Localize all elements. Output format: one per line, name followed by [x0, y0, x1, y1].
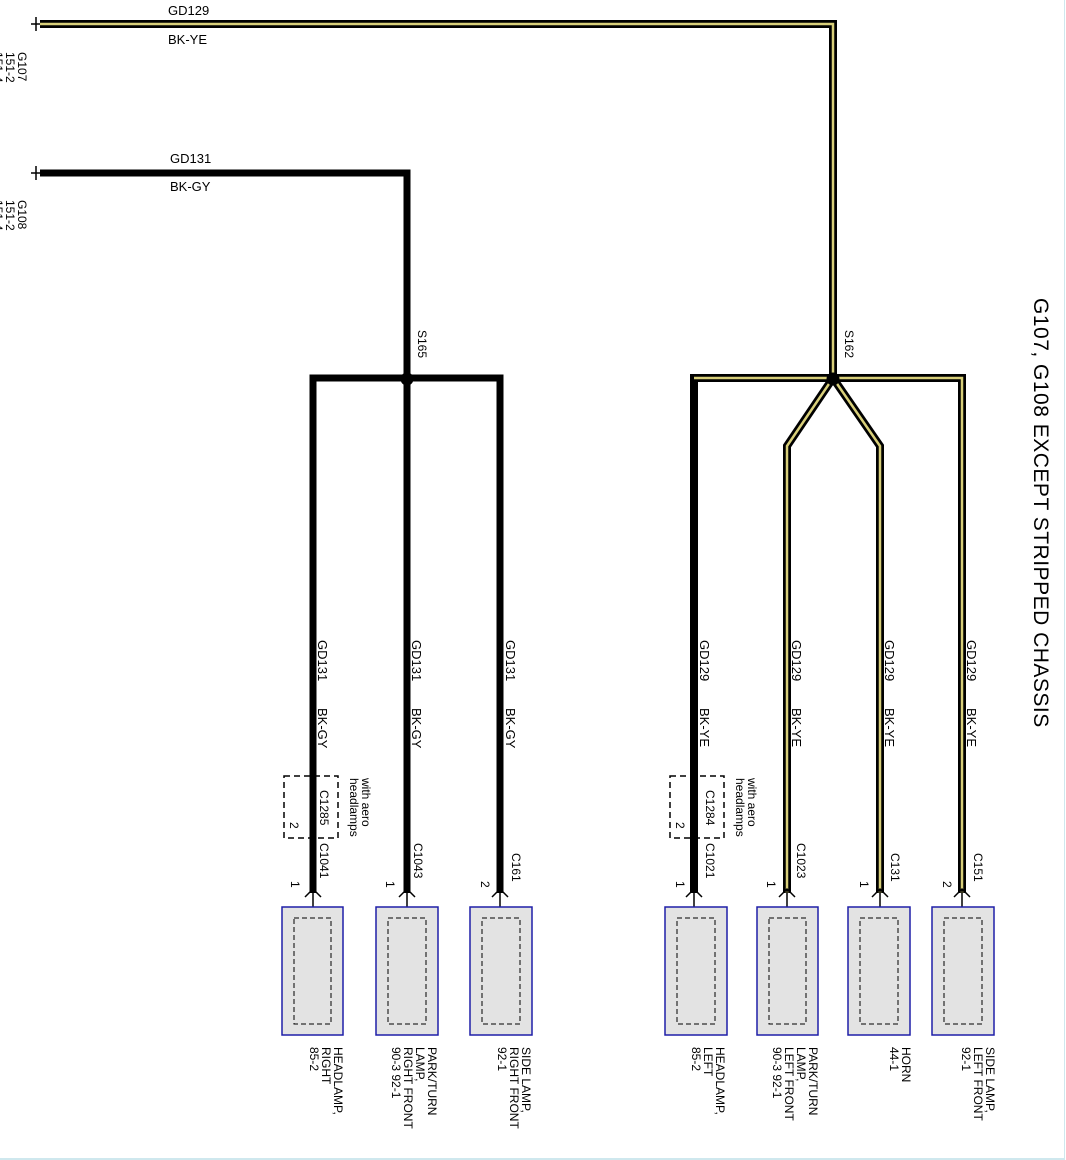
branch-labels: GD131 BK-GY GD131 BK-GY GD131 BK-GY GD12…	[315, 640, 979, 749]
component-park-turn-right	[375, 906, 439, 1036]
wire-label-circuit-g108: GD131	[170, 151, 211, 166]
component-name-line2: LEFT FRONT	[971, 1047, 985, 1121]
component-name-line1: PARK/TURN	[806, 1047, 820, 1115]
component-name-line3: RIGHT FRONT	[401, 1047, 415, 1129]
splice-s165	[400, 372, 414, 386]
page-title: G107, G108 EXCEPT STRIPPED CHASSIS	[1029, 298, 1052, 728]
branch-7-circuit: GD129	[964, 640, 979, 681]
branch-4-color: BK-YE	[697, 708, 712, 747]
opt-connector-pin-c1284: 2	[673, 822, 687, 829]
branch-4-circuit: GD129	[697, 640, 712, 681]
connector-label-c1021: C1021	[703, 843, 717, 879]
component-horn	[847, 906, 911, 1036]
connector-pin-c151: 2	[940, 881, 954, 888]
opt-connector-label-c1285: C1285	[317, 790, 331, 826]
component-ref: 44-1	[887, 1047, 901, 1071]
ground-ref1-g107: 151-2	[3, 52, 17, 83]
component-ref: 92-1	[495, 1047, 509, 1071]
ground-label-g107: G107	[15, 52, 29, 82]
branch-2-circuit: GD131	[409, 640, 424, 681]
connector-label-c1041: C1041	[317, 843, 331, 879]
component-ref: 85-2	[689, 1047, 703, 1071]
opt-note1-c1284: with aero	[745, 777, 759, 827]
branch-1-circuit: GD131	[315, 640, 330, 681]
branch-7-color: BK-YE	[964, 708, 979, 747]
component-label-side-lamp-left: SIDE LAMP, LEFT FRONT 92-1	[959, 1047, 997, 1121]
wire-label-color-g108: BK-GY	[170, 179, 211, 194]
connector-label-c1043: C1043	[411, 843, 425, 879]
component-label-headlamp-right: HEADLAMP, RIGHT 85-2	[307, 1047, 345, 1115]
wire-label-circuit-g107: GD129	[168, 3, 209, 18]
component-name-line1: PARK/TURN	[425, 1047, 439, 1115]
component-name-line2: RIGHT	[319, 1047, 333, 1085]
connector-pin-c1041: 1	[288, 881, 302, 888]
wire-gd131	[40, 169, 504, 893]
component-name-line2: LEFT	[701, 1047, 715, 1077]
branch-6-color: BK-YE	[882, 708, 897, 747]
splice-label-s162: S162	[842, 330, 856, 358]
connector-pin-c1021: 1	[673, 881, 687, 888]
optional-connector-c1284: C1284 2 with aero headlamps	[669, 775, 759, 839]
component-ref: 92-1	[959, 1047, 973, 1071]
component-side-lamp-left	[931, 906, 995, 1036]
opt-note1-c1285: with aero	[359, 777, 373, 827]
ground-ref1-g108: 151-2	[3, 200, 17, 231]
branch-5-color: BK-YE	[789, 708, 804, 747]
opt-note2-c1284: headlamps	[733, 778, 747, 837]
component-name-line1: SIDE LAMP,	[983, 1047, 997, 1113]
branch-3-color: BK-GY	[503, 708, 518, 749]
connector-pin-c1023: 1	[764, 881, 778, 888]
connector-pin-c1043: 1	[383, 881, 397, 888]
branch-5-circuit: GD129	[789, 640, 804, 681]
component-ref: 85-2	[307, 1047, 321, 1071]
wire-label-color-g107: BK-YE	[168, 32, 207, 47]
connector-label-c161: C161	[509, 853, 523, 882]
connector-label-c151: C151	[971, 853, 985, 882]
opt-note2-c1285: headlamps	[347, 778, 361, 837]
splice-label-s165: S165	[415, 330, 429, 358]
optional-connector-c1285: C1285 2 with aero headlamps	[283, 775, 373, 839]
component-ref: 90-3 92-1	[770, 1047, 784, 1099]
component-name-line2: RIGHT FRONT	[507, 1047, 521, 1129]
component-name-line1: SIDE LAMP,	[519, 1047, 533, 1113]
connector-labels: C1041 1 C1043 1 C161 2 C1021 1 C1023 1 C…	[288, 843, 985, 888]
component-name-line3: LEFT FRONT	[782, 1047, 796, 1121]
connector-pin-c131: 1	[857, 881, 871, 888]
component-label-park-turn-left: PARK/TURN LAMP, LEFT FRONT 90-3 92-1	[770, 1047, 820, 1121]
component-label-side-lamp-right: SIDE LAMP, RIGHT FRONT 92-1	[495, 1047, 533, 1129]
branch-1-color: BK-GY	[315, 708, 330, 749]
ground-ref2-g108: 151-4	[0, 200, 5, 231]
component-headlamp-right	[281, 906, 344, 1036]
connector-label-c131: C131	[888, 853, 902, 882]
opt-connector-label-c1284: C1284	[703, 790, 717, 826]
ground-label-g108: G108	[15, 200, 29, 230]
component-label-park-turn-right: PARK/TURN LAMP, RIGHT FRONT 90-3 92-1	[389, 1047, 439, 1129]
connector-label-c1023: C1023	[794, 843, 808, 879]
component-name-line1: HEADLAMP,	[331, 1047, 345, 1115]
branch-3-circuit: GD131	[503, 640, 518, 681]
ground-symbol-g108	[31, 166, 40, 180]
splice-s162	[826, 372, 840, 386]
ground-symbol-g107	[31, 17, 40, 31]
component-label-headlamp-left: HEADLAMP, LEFT 85-2	[689, 1047, 727, 1115]
component-ref: 90-3 92-1	[389, 1047, 403, 1099]
component-side-lamp-right	[469, 906, 533, 1036]
component-name-line2: LAMP,	[413, 1047, 427, 1081]
component-name-line1: HORN	[899, 1047, 913, 1082]
component-park-turn-left	[756, 906, 819, 1036]
ground-ref2-g107: 151-4	[0, 52, 5, 83]
connector-pin-c161: 2	[478, 881, 492, 888]
branch-6-circuit: GD129	[882, 640, 897, 681]
branch-2-color: BK-GY	[409, 708, 424, 749]
opt-connector-pin-c1285: 2	[287, 822, 301, 829]
component-headlamp-left	[664, 906, 728, 1036]
component-name-line2: LAMP,	[794, 1047, 808, 1081]
component-label-horn: HORN 44-1	[887, 1047, 913, 1082]
component-name-line1: HEADLAMP,	[713, 1047, 727, 1115]
